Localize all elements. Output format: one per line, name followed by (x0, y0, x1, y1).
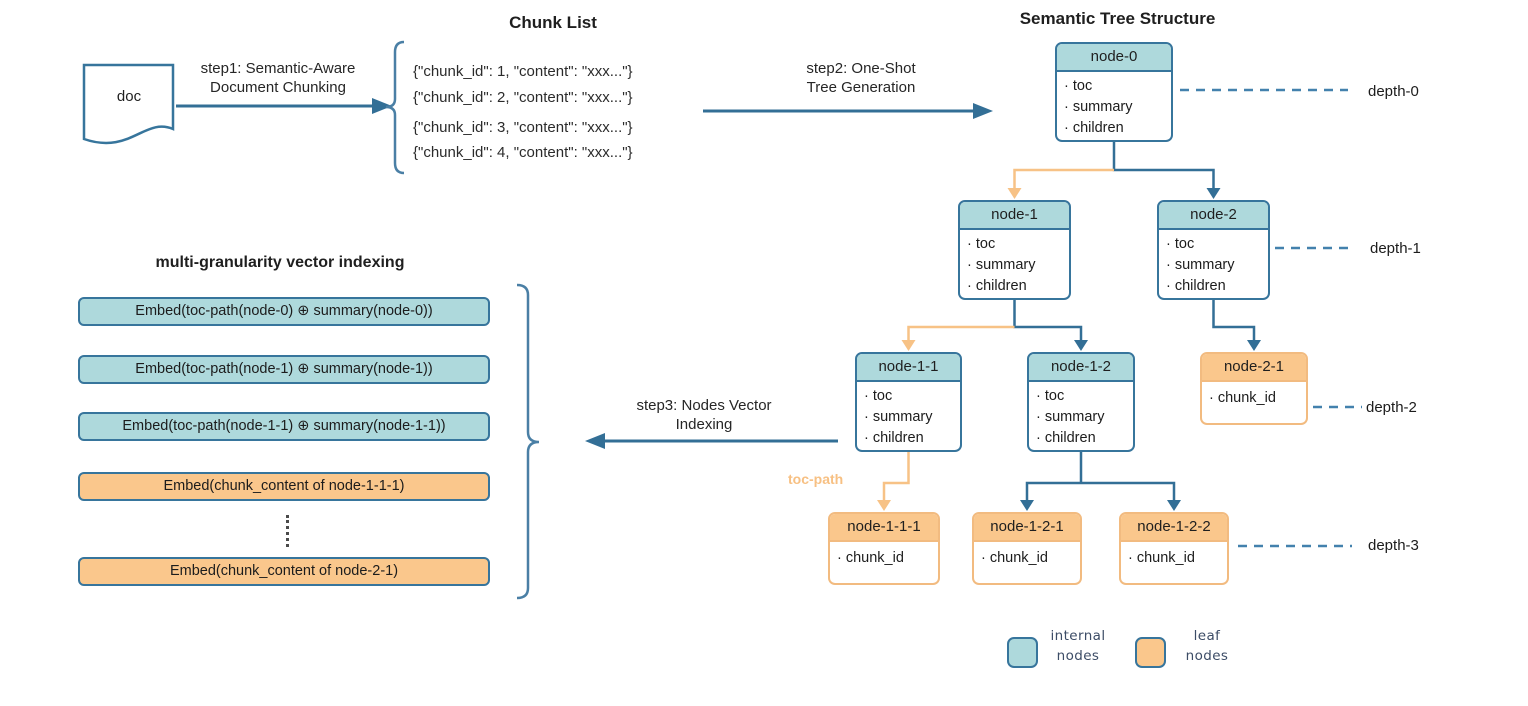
depth-label: depth-1 (1370, 240, 1421, 257)
depth-label: depth-3 (1368, 537, 1419, 554)
node-field: · children (1064, 120, 1124, 136)
edge-node1-node11-tocpath (901, 325, 1015, 351)
node-title: node-1 (960, 202, 1069, 230)
node-title: node-1-1 (857, 354, 960, 382)
node-field: · summary (1064, 99, 1133, 115)
chunk-list-title: Chunk List (509, 13, 597, 32)
node-field: · chunk_id (1128, 550, 1195, 566)
node-field: · toc (1166, 236, 1195, 252)
edge-node0-node1-tocpath (1007, 168, 1114, 199)
node-field: · summary (864, 409, 933, 425)
legend-leaf-swatch (1135, 637, 1166, 668)
node-field: · children (864, 430, 924, 446)
chunk-item: {"chunk_id": 3, "content": "xxx..."} (413, 119, 633, 136)
tree-title: Semantic Tree Structure (1019, 9, 1216, 28)
edge-node1-node12 (1013, 300, 1088, 351)
node-field: · children (1166, 278, 1226, 294)
legend-internal-swatch (1007, 637, 1038, 668)
tree-node-node-1-2-1: node-1-2-1 · chunk_id (972, 512, 1082, 585)
tree-node-node-1-1: node-1-1 · toc · summary · children (855, 352, 962, 452)
doc-label: doc (116, 88, 142, 105)
depth-label: depth-0 (1368, 83, 1419, 100)
node-title: node-2 (1159, 202, 1268, 230)
node-title: node-0 (1057, 44, 1171, 72)
toc-path-label: toc-path (788, 471, 844, 487)
tree-node-node-1-2-2: node-1-2-2 · chunk_id (1119, 512, 1229, 585)
step1-label: step1: Semantic-Aware Document Chunking (200, 60, 356, 96)
node-field: · toc (1064, 78, 1093, 94)
tree-node-node-0: node-0 · toc · summary · children (1055, 42, 1173, 142)
node-field: · summary (1036, 409, 1105, 425)
node-field: · toc (864, 388, 893, 404)
step2-arrow (703, 103, 993, 119)
tree-node-node-1-1-1: node-1-1-1 · chunk_id (828, 512, 940, 585)
node-field: · summary (967, 257, 1036, 273)
node-title: node-1-2 (1029, 354, 1133, 382)
step1-arrow (176, 98, 392, 114)
node-field: · children (967, 278, 1027, 294)
tree-node-node-2: node-2 · toc · summary · children (1157, 200, 1270, 300)
node-field: · chunk_id (1209, 390, 1276, 406)
node-title: node-1-2-2 (1121, 514, 1227, 542)
embed-box-leaf: Embed(chunk_content of node-1-1-1) (78, 472, 490, 501)
legend-internal-label: internal nodes (1050, 628, 1106, 664)
chunk-item: {"chunk_id": 2, "content": "xxx..."} (413, 89, 633, 106)
indexing-brace (516, 283, 540, 600)
step3-arrow (585, 433, 838, 449)
node-field: · chunk_id (981, 550, 1048, 566)
legend-leaf-label: leaf nodes (1185, 628, 1229, 664)
embed-box-internal: Embed(toc-path(node-1-1) ⊕ summary(node-… (78, 412, 490, 441)
doc-shape (82, 63, 175, 145)
node-field: · summary (1166, 257, 1235, 273)
embed-box-leaf: Embed(chunk_content of node-2-1) (78, 557, 490, 586)
chunk-list-brace (385, 40, 405, 175)
node-field: · children (1036, 430, 1096, 446)
tree-node-node-1-2: node-1-2 · toc · summary · children (1027, 352, 1135, 452)
node-title: node-1-2-1 (974, 514, 1080, 542)
node-field: · toc (967, 236, 996, 252)
node-field: · toc (1036, 388, 1065, 404)
tree-node-node-2-1: node-2-1 · chunk_id (1200, 352, 1308, 425)
edge-node12-children (1020, 452, 1181, 511)
vertical-ellipsis-icon (286, 515, 289, 547)
edge-node0-node2 (1112, 142, 1221, 199)
node-title: node-1-1-1 (830, 514, 938, 542)
edge-node2-node21 (1212, 300, 1261, 351)
step2-label: step2: One-Shot Tree Generation (806, 60, 916, 96)
step3-label: step3: Nodes Vector Indexing (636, 397, 772, 433)
edge-node11-node111-tocpath (877, 452, 910, 511)
node-title: node-2-1 (1202, 354, 1306, 382)
embed-box-internal: Embed(toc-path(node-0) ⊕ summary(node-0)… (78, 297, 490, 326)
chunk-item: {"chunk_id": 4, "content": "xxx..."} (413, 144, 633, 161)
tree-node-node-1: node-1 · toc · summary · children (958, 200, 1071, 300)
embed-box-internal: Embed(toc-path(node-1) ⊕ summary(node-1)… (78, 355, 490, 384)
depth-label: depth-2 (1366, 399, 1417, 416)
node-field: · chunk_id (837, 550, 904, 566)
indexing-title: multi-granularity vector indexing (155, 254, 405, 271)
chunk-item: {"chunk_id": 1, "content": "xxx..."} (413, 63, 633, 80)
